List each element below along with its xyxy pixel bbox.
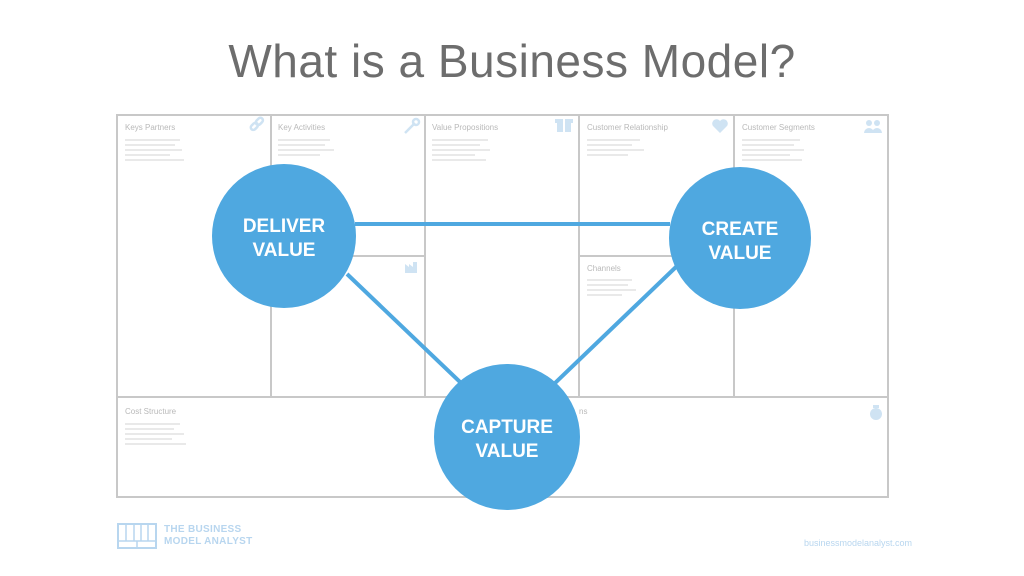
brand-logo-block: THE BUSINESS MODEL ANALYST — [117, 523, 253, 549]
brand-canvas-icon — [117, 523, 157, 549]
capture-value-line1: CAPTURE — [461, 417, 553, 438]
connector-deliver-capture — [345, 272, 462, 384]
gift-icon — [555, 119, 573, 132]
cell-title-customer-relationship: Customer Relationship — [587, 123, 668, 132]
users-icon — [864, 120, 882, 133]
deliver-value-line1: DELIVER — [243, 216, 326, 237]
factory-icon — [405, 262, 417, 273]
website-url: businessmodelanalyst.com — [803, 538, 912, 548]
page-title: What is a Business Model? — [228, 35, 796, 87]
cell-title-cost-structure: Cost Structure — [125, 407, 177, 416]
cell-title-key-activities: Key Activities — [278, 123, 325, 132]
cell-title-revenue-streams: ns — [579, 407, 587, 416]
link-icon — [249, 116, 265, 132]
cell-title-customer-segments: Customer Segments — [742, 123, 815, 132]
create-value-line2: VALUE — [709, 243, 772, 264]
capture-value-line2: VALUE — [476, 441, 539, 462]
deliver-value-line2: VALUE — [253, 240, 316, 261]
value-connectors — [345, 222, 679, 386]
cell-title-key-partners: Keys Partners — [125, 123, 175, 132]
money-bag-icon — [870, 405, 882, 420]
placeholder-lines — [125, 139, 804, 445]
brand-name: THE BUSINESS MODEL ANALYST — [164, 524, 253, 548]
create-value-line1: CREATE — [702, 219, 779, 240]
deliver-value-node: DELIVER VALUE — [212, 164, 356, 308]
cell-title-value-propositions: Value Propositions — [432, 123, 498, 132]
capture-value-node: CAPTURE VALUE — [434, 364, 580, 510]
brand-name-line1: THE BUSINESS — [164, 524, 242, 535]
wrench-icon — [404, 117, 421, 134]
cell-title-channels: Channels — [587, 264, 621, 273]
brand-name-line2: MODEL ANALYST — [164, 536, 253, 547]
heart-icon — [712, 119, 728, 133]
connector-create-capture — [552, 264, 679, 386]
create-value-node: CREATE VALUE — [669, 167, 811, 309]
